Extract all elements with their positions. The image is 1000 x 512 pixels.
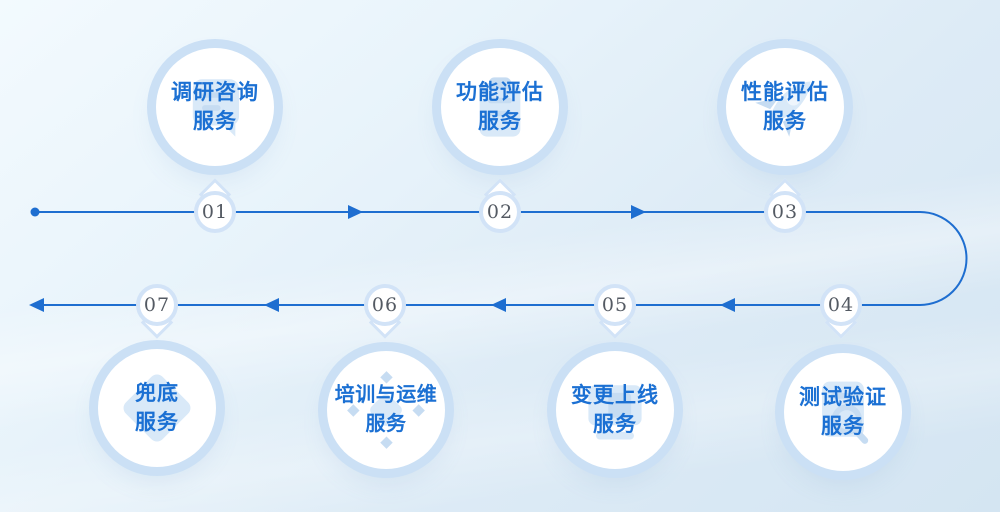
step-title-line2: 服务 — [821, 415, 865, 438]
step-title: 功能评估 服务 — [456, 78, 544, 136]
step-badge-06: 06 — [364, 284, 406, 339]
badge-circle: 05 — [594, 284, 636, 326]
step-node-05: 变更上线 服务 — [556, 351, 674, 469]
step-title-line2: 服务 — [763, 110, 807, 133]
step-node-04: 测试验证 服务 — [784, 353, 902, 471]
step-number: 07 — [143, 294, 171, 316]
step-title: 性能评估 服务 — [741, 78, 829, 136]
arrow-left-icon — [264, 298, 279, 312]
badge-circle: 03 — [764, 191, 806, 233]
step-badge-07: 07 — [136, 284, 178, 339]
rocket-icon — [755, 81, 811, 137]
step-number: 02 — [486, 201, 514, 223]
step-title-line1: 兜底 — [135, 382, 179, 405]
step-badge-01: 01 — [194, 178, 236, 233]
step-number: 06 — [371, 294, 399, 316]
step-title-line1: 性能评估 — [741, 81, 829, 104]
badge-circle: 07 — [136, 284, 178, 326]
step-node-02: 功能评估 服务 — [441, 48, 559, 166]
arrow-right-icon — [631, 205, 646, 219]
step-title-line1: 测试验证 — [799, 386, 887, 409]
badge-circle: 04 — [820, 284, 862, 326]
monitor-icon — [588, 385, 642, 440]
step-badge-02: 02 — [479, 178, 521, 233]
start-dot-icon — [30, 207, 40, 217]
step-title-line1: 调研咨询 — [171, 81, 259, 104]
badge-circle: 06 — [364, 284, 406, 326]
step-title: 调研咨询 服务 — [171, 78, 259, 136]
step-title-line2: 服务 — [478, 110, 522, 133]
step-title: 测试验证 服务 — [799, 383, 887, 441]
badge-circle: 02 — [479, 191, 521, 233]
step-badge-03: 03 — [764, 178, 806, 233]
step-number: 04 — [827, 294, 855, 316]
step-title: 变更上线 服务 — [571, 381, 659, 439]
arrow-left-icon — [491, 298, 506, 312]
clipboard-icon — [479, 77, 521, 137]
step-title-line2: 服务 — [593, 413, 637, 436]
badge-circle: 01 — [194, 191, 236, 233]
arrow-right-icon — [348, 205, 363, 219]
diamond-icon — [123, 374, 191, 442]
consult-doc-icon — [192, 79, 240, 137]
step-badge-05: 05 — [594, 284, 636, 339]
step-title-line2: 服务 — [365, 413, 407, 435]
step-title-line1: 功能评估 — [456, 81, 544, 104]
step-title-line1: 培训与运维 — [334, 384, 438, 406]
step-number: 03 — [771, 201, 799, 223]
sync-diamond-icon — [347, 371, 425, 449]
step-node-07: 兜底 服务 — [98, 349, 216, 467]
arrow-left-end-icon — [29, 298, 44, 312]
step-node-03: 性能评估 服务 — [726, 48, 844, 166]
step-title-line2: 服务 — [135, 411, 179, 434]
step-number: 01 — [201, 201, 229, 223]
step-number: 05 — [601, 294, 629, 316]
doc-search-icon — [822, 381, 869, 444]
step-title-line2: 服务 — [193, 110, 237, 133]
step-title-line1: 变更上线 — [571, 384, 659, 407]
step-badge-04: 04 — [820, 284, 862, 339]
step-node-06: 培训与运维 服务 — [327, 351, 445, 469]
flow-path — [35, 211, 968, 306]
step-title: 培训与运维 服务 — [335, 381, 438, 439]
step-node-01: 调研咨询 服务 — [156, 48, 274, 166]
step-title: 兜底 服务 — [135, 379, 179, 437]
arrow-left-icon — [720, 298, 735, 312]
